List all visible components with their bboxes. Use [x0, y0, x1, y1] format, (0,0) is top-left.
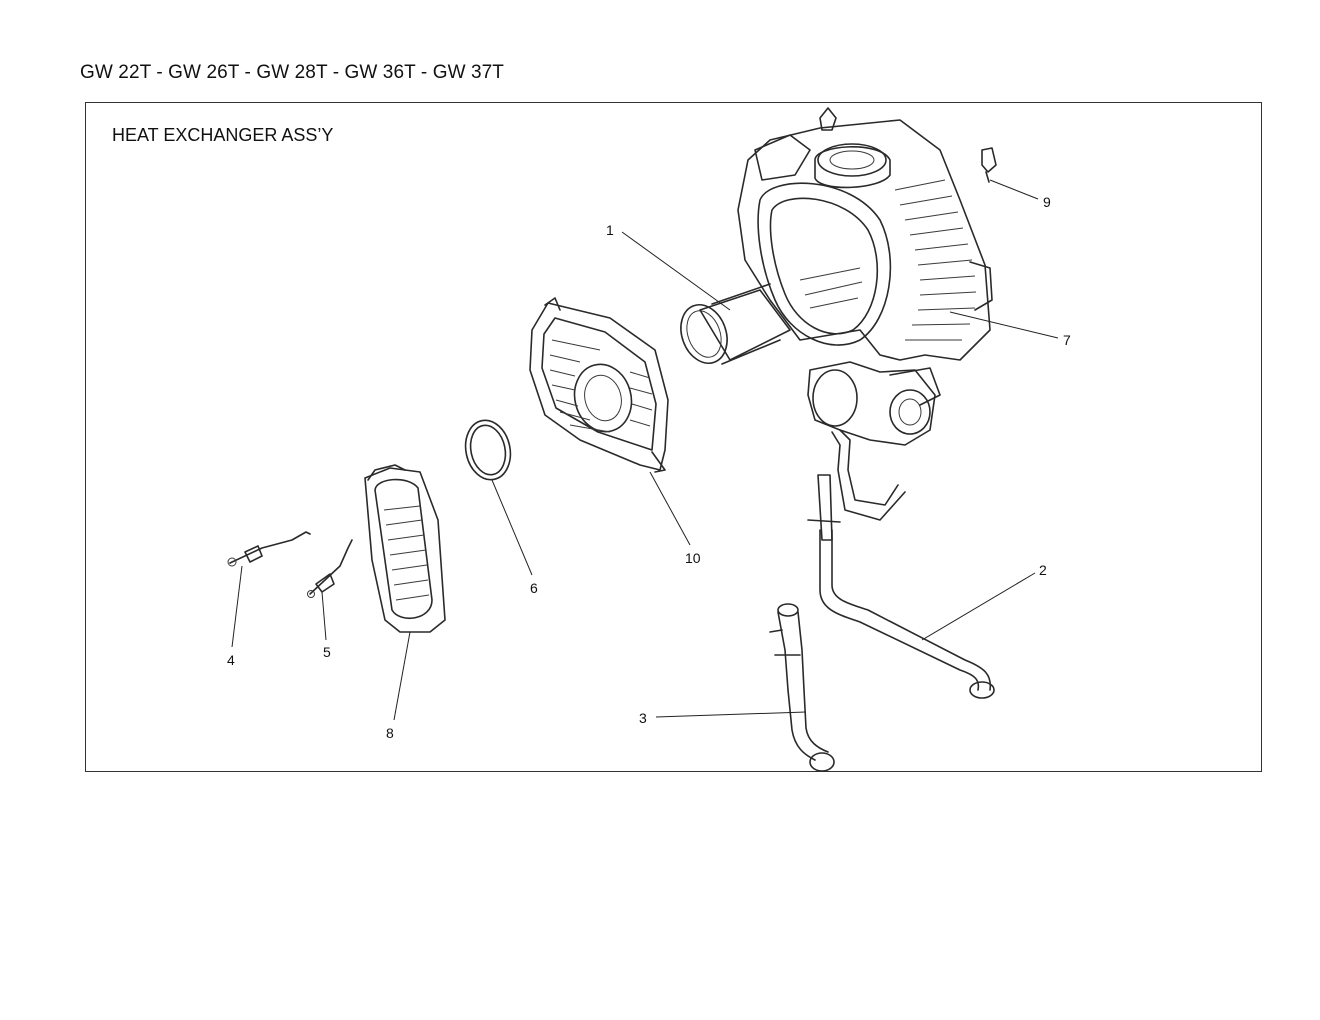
- gasket-ring: [464, 419, 512, 481]
- callout-8: 8: [386, 725, 394, 741]
- leader-line-6: [491, 479, 533, 576]
- heat-exchanger-body: [737, 107, 993, 361]
- callout-5: 5: [323, 644, 331, 660]
- burner-cover-plate: [529, 297, 669, 473]
- callout-numbers: 1 2 3 4 5 6 7 8 9 10: [227, 194, 1071, 741]
- callout-1: 1: [606, 222, 614, 238]
- callout-9: 9: [1043, 194, 1051, 210]
- leader-line-3: [655, 711, 807, 718]
- leader-line-5: [321, 591, 327, 641]
- flue-tube: [680, 283, 791, 365]
- manifold-block: [807, 361, 941, 446]
- leader-line-4: [231, 565, 243, 648]
- leader-line-2: [921, 572, 1036, 641]
- leader-line-10: [649, 471, 691, 546]
- leader-line-8: [393, 631, 411, 721]
- leader-line-7: [949, 311, 1059, 339]
- leader-line-1: [621, 231, 731, 311]
- model-list-header: GW 22T - GW 26T - GW 28T - GW 36T - GW 3…: [80, 62, 505, 83]
- burner: [364, 464, 446, 633]
- inlet-pipe: [769, 603, 835, 772]
- callout-6: 6: [530, 580, 538, 596]
- temperature-sensor: [981, 147, 997, 183]
- diagram-frame: [85, 102, 1262, 772]
- leader-lines: [231, 179, 1059, 721]
- outlet-pipe: [807, 429, 995, 699]
- callout-4: 4: [227, 652, 235, 668]
- callout-10: 10: [685, 550, 701, 566]
- ionisation-electrode: [307, 539, 353, 598]
- callout-2: 2: [1039, 562, 1047, 578]
- diagram-title: HEAT EXCHANGER ASS’Y: [112, 125, 334, 145]
- leader-line-9: [989, 179, 1039, 200]
- callout-7: 7: [1063, 332, 1071, 348]
- ignition-electrode: [227, 531, 311, 567]
- callout-3: 3: [639, 710, 647, 726]
